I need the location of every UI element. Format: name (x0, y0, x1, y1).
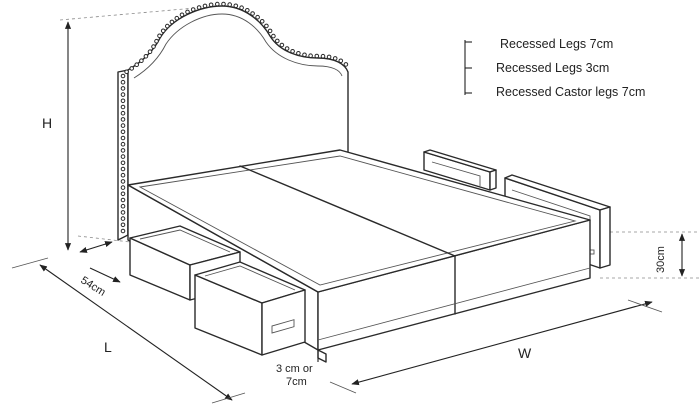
headboard-stud (227, 2, 232, 7)
headboard-stud (290, 49, 295, 54)
headboard-stud (308, 53, 313, 59)
headboard-stud (284, 46, 290, 51)
headboard-stud (120, 185, 126, 190)
headboard-stud (332, 56, 338, 61)
drawer-height-label: 30cm (655, 246, 667, 273)
headboard-stud (139, 58, 144, 64)
headboard-stud (120, 104, 126, 110)
height-label: H (42, 115, 52, 131)
headboard-stud (320, 53, 326, 59)
headboard-stud (165, 23, 170, 29)
legend-item-recessed-castor-legs-7cm: Recessed Castor legs 7cm (496, 85, 645, 99)
headboard-stud (120, 98, 126, 104)
headboard-stud (120, 79, 126, 85)
legend-item-recessed-legs-3cm: Recessed Legs 3cm (496, 61, 609, 75)
leg-height-label-line2: 7cm (286, 376, 307, 388)
headboard-stud (120, 148, 126, 153)
headboard-stud (271, 33, 276, 39)
headboard-stud (174, 15, 180, 21)
width-label: W (518, 345, 532, 361)
headboard-stud (120, 228, 126, 234)
headboard-stud (120, 110, 126, 116)
dimension-lines (11, 21, 686, 404)
headboard-stud (264, 23, 269, 29)
headboard-stud (120, 203, 126, 209)
headboard-stud (120, 210, 126, 215)
headboard-stud (215, 1, 220, 7)
headboard-stud (120, 73, 126, 79)
headboard-stud (120, 92, 126, 97)
headboard-stud (245, 8, 250, 13)
headboard-stud (120, 154, 126, 159)
headboard-stud (239, 5, 244, 10)
headboard-stud (202, 3, 208, 9)
headboard-stud (255, 14, 260, 20)
headboard-stud (124, 69, 129, 75)
headboard-stud (338, 58, 344, 64)
headboard-stud (120, 216, 126, 221)
headboard-stud (120, 160, 126, 166)
headboard-stud (169, 19, 175, 25)
headboard-stud (208, 2, 214, 8)
headboard-stud (120, 86, 126, 91)
headboard-stud (267, 28, 273, 34)
headboard-stud (179, 12, 185, 18)
headboard-stud (120, 123, 126, 128)
headboard-stud (233, 3, 239, 9)
headboard-stud (343, 62, 349, 67)
headboard-stud (120, 135, 126, 141)
headboard-stud (259, 19, 265, 24)
headboard-stud (120, 129, 126, 135)
headboard-stud (151, 44, 156, 49)
headboard-stud (279, 42, 285, 48)
headboard-stud (120, 197, 126, 203)
headboard-stud (154, 38, 159, 44)
headboard-stud (160, 28, 166, 34)
headboard-stud (221, 1, 226, 7)
length-label: L (104, 339, 112, 355)
headboard-stud (314, 53, 320, 59)
headboard-stud (120, 222, 126, 228)
headboard-stud (147, 49, 153, 55)
headboard-stud (120, 179, 126, 184)
headboard-stud (120, 191, 126, 197)
headboard-stud (326, 54, 332, 60)
headboard-stud (275, 38, 280, 44)
legend-item-recessed-legs-7cm: Recessed Legs 7cm (500, 37, 613, 51)
headboard-studs (120, 1, 349, 234)
legend: Recessed Legs 7cm Recessed Legs 3cm Rece… (464, 37, 645, 99)
headboard-stud (196, 5, 202, 10)
headboard-stud (143, 54, 149, 59)
reference-lines (59, 7, 700, 279)
headboard-stud (120, 172, 126, 178)
headboard-stud (190, 7, 196, 12)
headboard-stud (302, 52, 307, 58)
headboard-stud (120, 117, 126, 122)
headboard-stud (157, 33, 162, 39)
headboard-stud (185, 9, 190, 15)
leg-height-label-line1: 3 cm or (276, 363, 313, 375)
headboard-stud (120, 166, 126, 172)
headboard-stud (120, 141, 126, 147)
headboard-stud (250, 11, 255, 16)
headboard-stud (134, 62, 139, 67)
headboard-stud (129, 66, 134, 71)
headboard-stud (296, 51, 301, 56)
